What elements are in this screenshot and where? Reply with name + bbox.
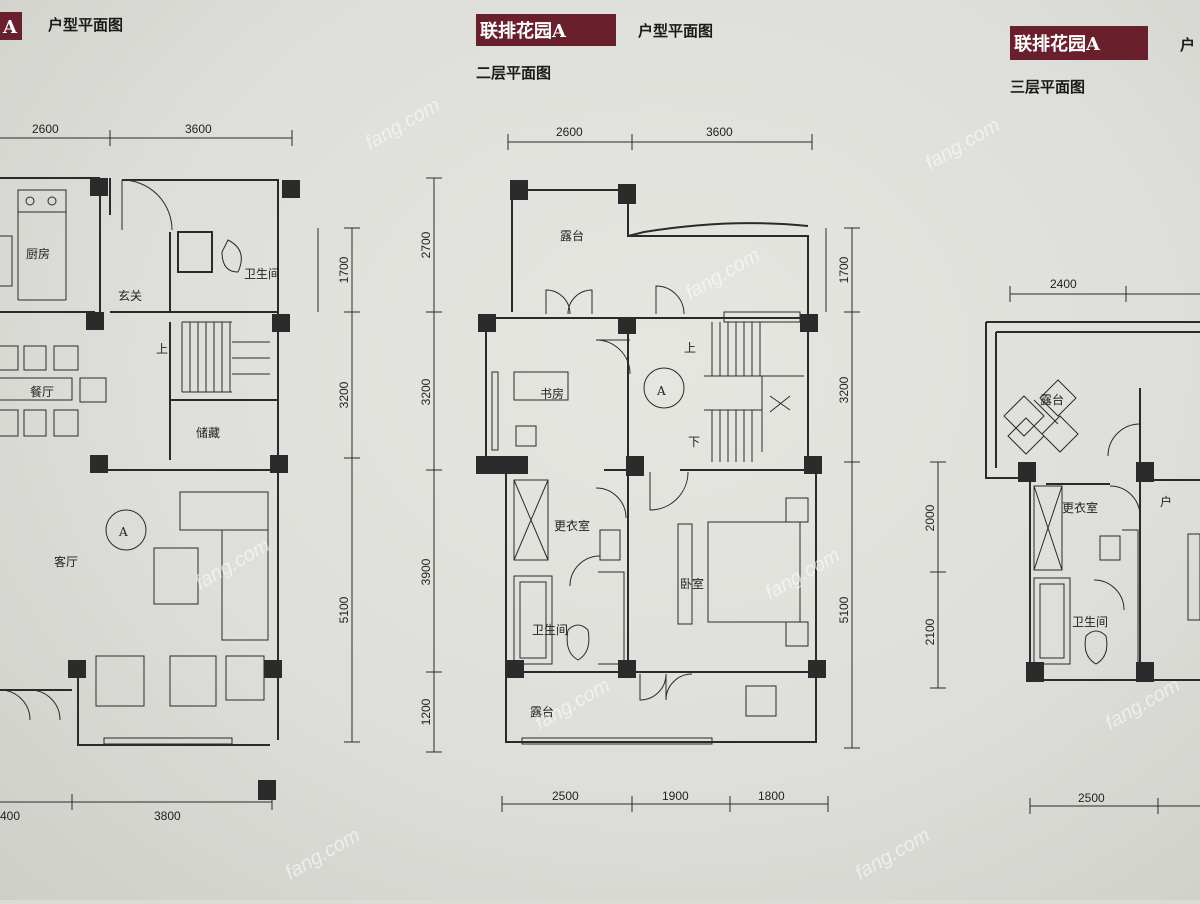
plan-left: A 户型平面图 2600 3600 1700 3200 5100 400 380… (0, 12, 360, 823)
room-terrace-top: 露台 (560, 228, 584, 243)
room-bath-middle: 卫生间 (532, 623, 568, 637)
floor-label-right: 三层平面图 (1010, 78, 1085, 96)
dim-right-left-1: 1700 (337, 256, 351, 283)
title-badge-left (0, 12, 22, 40)
watermark: fang.com (192, 534, 274, 594)
plan-right: 联排花园A 户 三层平面图 2400 2000 2100 2500 (923, 26, 1200, 814)
room-kitchen: 厨房 (26, 246, 50, 261)
watermark: fang.com (852, 824, 934, 884)
dim-bottom-mid-2: 1900 (662, 789, 689, 803)
plan-middle: 联排花园A 户型平面图 二层平面图 2600 3600 2700 3200 39… (419, 14, 860, 812)
room-terrace-bottom: 露台 (530, 704, 554, 719)
unit-mark-left: A (118, 525, 128, 539)
room-partial-right: 户 (1160, 494, 1172, 509)
room-closet-right: 更衣室 (1062, 500, 1098, 515)
room-entry: 玄关 (118, 288, 142, 303)
room-bedroom: 卧室 (680, 576, 704, 591)
dim-right-mid-1: 1700 (837, 256, 851, 283)
dim-left-mid-2: 3200 (419, 378, 433, 405)
label-up-left: 上 (156, 342, 168, 356)
room-bath-right: 卫生间 (1072, 615, 1108, 629)
subtitle-middle: 户型平面图 (638, 22, 713, 40)
dim-top-right-1: 2400 (1050, 277, 1077, 291)
dim-bottom-right-1: 2500 (1078, 791, 1105, 805)
dim-left-mid-1: 2700 (419, 231, 433, 258)
dim-bottom-mid-3: 1800 (758, 789, 785, 803)
watermark: fang.com (682, 244, 764, 304)
dim-top-left-1: 2600 (32, 122, 59, 136)
room-living: 客厅 (54, 554, 78, 569)
watermark: fang.com (922, 114, 1004, 174)
room-closet-middle: 更衣室 (554, 518, 590, 533)
title-right: 联排花园A (1014, 33, 1101, 55)
title-tag-left: A (2, 17, 18, 38)
dim-left-right-2: 2100 (923, 618, 937, 645)
label-up-middle: 上 (684, 341, 696, 355)
title-middle: 联排花园A (480, 20, 567, 42)
title-badge-right (1010, 26, 1148, 60)
dim-top-mid-1: 2600 (556, 125, 583, 139)
label-down-middle: 下 (688, 435, 700, 449)
dim-top-mid-2: 3600 (706, 125, 733, 139)
dim-bottom-mid-1: 2500 (552, 789, 579, 803)
subtitle-right-partial: 户 (1180, 36, 1195, 54)
dim-left-mid-4: 1200 (419, 698, 433, 725)
room-terrace-right: 露台 (1040, 392, 1064, 407)
dim-right-mid-2: 3200 (837, 376, 851, 403)
subtitle-left: 户型平面图 (48, 16, 123, 34)
title-badge-middle (476, 14, 616, 46)
watermark: fang.com (362, 94, 444, 154)
room-study: 书房 (540, 386, 564, 401)
dim-left-mid-3: 3900 (419, 558, 433, 585)
dim-bottom-left-1: 400 (0, 809, 20, 823)
dim-left-right-1: 2000 (923, 504, 937, 531)
dim-right-mid-3: 5100 (837, 596, 851, 623)
watermark: fang.com (1102, 674, 1184, 734)
unit-mark-middle: A (656, 384, 666, 398)
floor-label-middle: 二层平面图 (476, 64, 551, 82)
room-bath-left: 卫生间 (244, 267, 280, 281)
room-storage: 储藏 (196, 425, 220, 440)
dim-right-left-3: 5100 (337, 596, 351, 623)
room-dining: 餐厅 (30, 384, 54, 399)
dim-bottom-left-2: 3800 (154, 809, 181, 823)
watermark: fang.com (282, 824, 364, 884)
dim-top-left-2: 3600 (185, 122, 212, 136)
watermark: fang.com (762, 544, 844, 604)
dim-right-left-2: 3200 (337, 381, 351, 408)
